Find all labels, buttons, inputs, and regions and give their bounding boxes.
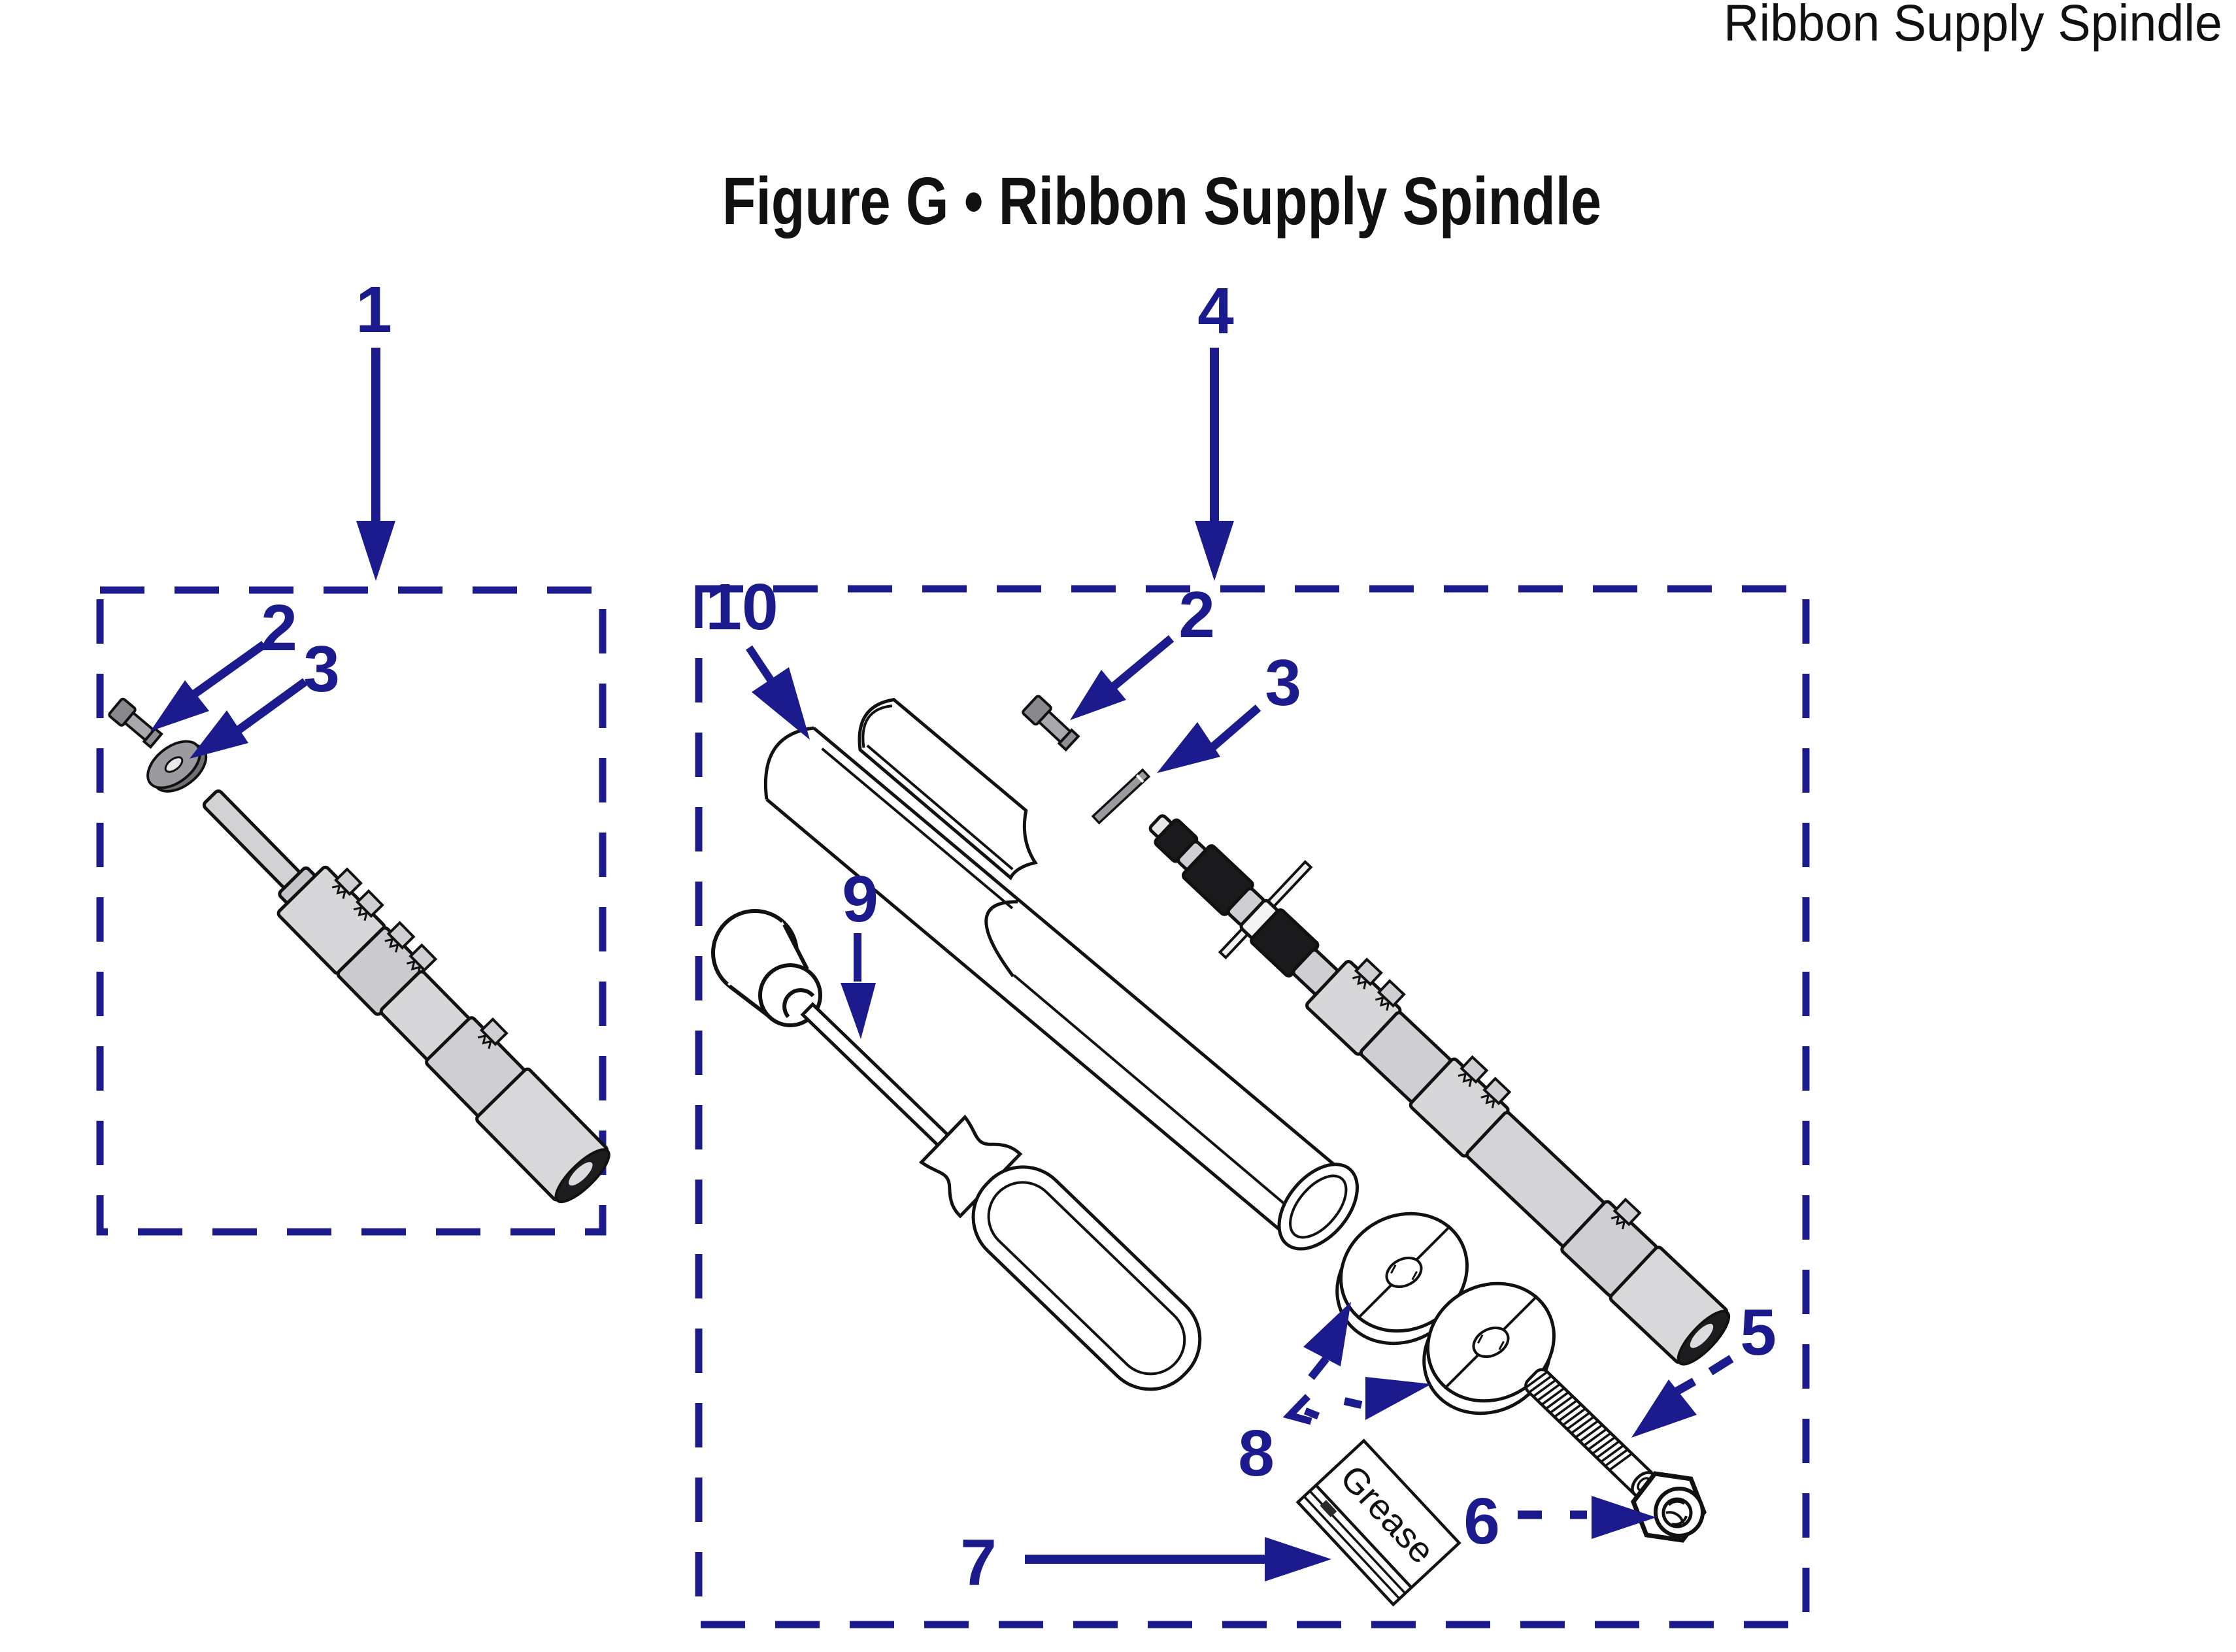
svg-text:5: 5 — [1740, 1296, 1777, 1369]
svg-text:3: 3 — [303, 633, 340, 706]
svg-text:10: 10 — [705, 570, 778, 644]
svg-text:Figure G • Ribbon Supply Spind: Figure G • Ribbon Supply Spindle — [722, 163, 1601, 239]
svg-text:9: 9 — [842, 863, 878, 936]
svg-text:Ribbon Supply Spindle: Ribbon Supply Spindle — [1724, 0, 2222, 52]
svg-text:3: 3 — [1265, 646, 1301, 719]
svg-text:7: 7 — [960, 1526, 997, 1599]
svg-text:2: 2 — [261, 591, 297, 665]
svg-text:6: 6 — [1463, 1485, 1500, 1558]
svg-text:8: 8 — [1238, 1417, 1275, 1490]
svg-text:4: 4 — [1197, 274, 1234, 348]
svg-text:2: 2 — [1178, 578, 1215, 652]
svg-text:1: 1 — [356, 273, 392, 346]
